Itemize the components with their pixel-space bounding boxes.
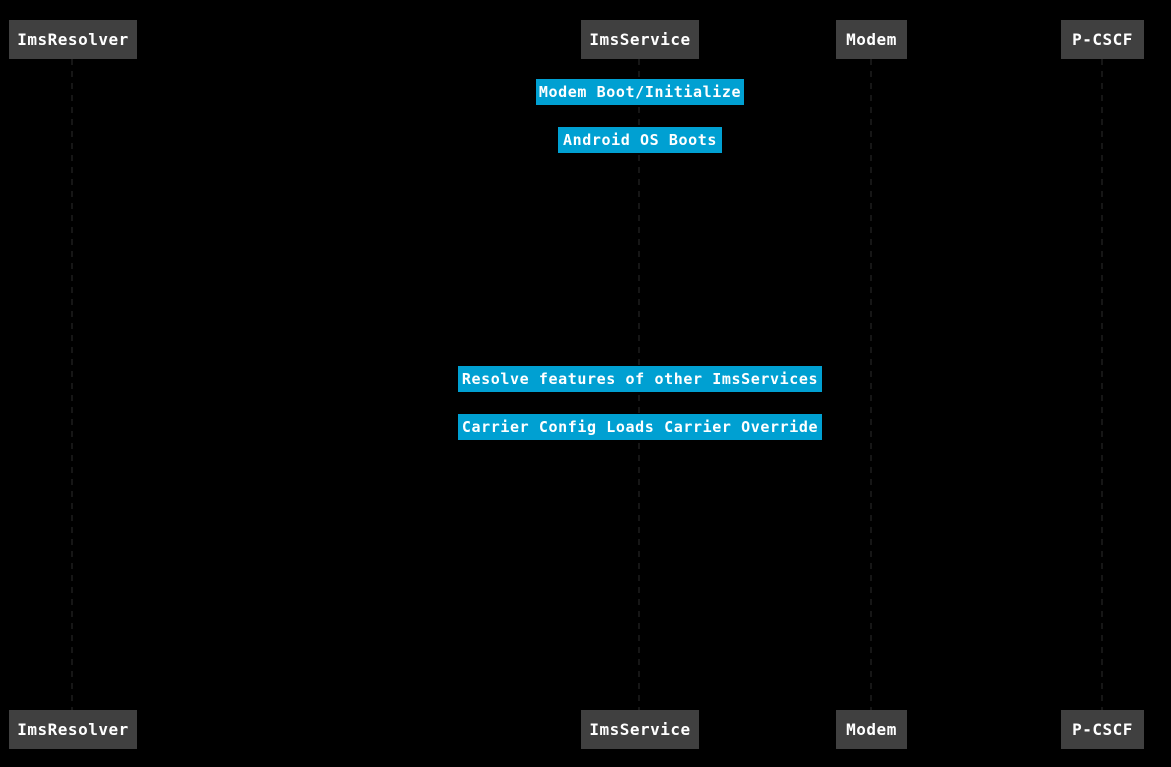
participant-header-ims-service[interactable]: ImsService — [581, 20, 699, 59]
participant-footer-p-cscf[interactable]: P-CSCF — [1061, 710, 1144, 749]
participant-label: P-CSCF — [1072, 30, 1133, 49]
note-resolve-features-of-other-imsservices[interactable]: Resolve features of other ImsServices — [458, 366, 822, 392]
note-android-os-boots[interactable]: Android OS Boots — [558, 127, 722, 153]
participant-label: Modem — [846, 30, 897, 49]
note-label: Carrier Config Loads Carrier Override — [461, 418, 819, 436]
note-modem-boot-initialize[interactable]: Modem Boot/Initialize — [536, 79, 744, 105]
participant-footer-ims-resolver[interactable]: ImsResolver — [9, 710, 137, 749]
participant-label: P-CSCF — [1072, 720, 1133, 739]
note-label: Android OS Boots — [562, 131, 718, 149]
note-label: Modem Boot/Initialize — [538, 83, 742, 101]
participant-label: Modem — [846, 720, 897, 739]
participant-label: ImsService — [589, 720, 691, 739]
participant-footer-ims-service[interactable]: ImsService — [581, 710, 699, 749]
participant-label: ImsResolver — [17, 720, 129, 739]
participant-header-modem[interactable]: Modem — [836, 20, 907, 59]
lifeline-ims-resolver — [71, 59, 73, 710]
participant-label: ImsService — [589, 30, 691, 49]
note-carrier-config-loads-carrier-override[interactable]: Carrier Config Loads Carrier Override — [458, 414, 822, 440]
note-label: Resolve features of other ImsServices — [461, 370, 819, 388]
lifeline-p-cscf — [1101, 59, 1103, 710]
participant-footer-modem[interactable]: Modem — [836, 710, 907, 749]
lifeline-modem — [870, 59, 872, 710]
participant-label: ImsResolver — [17, 30, 129, 49]
participant-header-p-cscf[interactable]: P-CSCF — [1061, 20, 1144, 59]
participant-header-ims-resolver[interactable]: ImsResolver — [9, 20, 137, 59]
